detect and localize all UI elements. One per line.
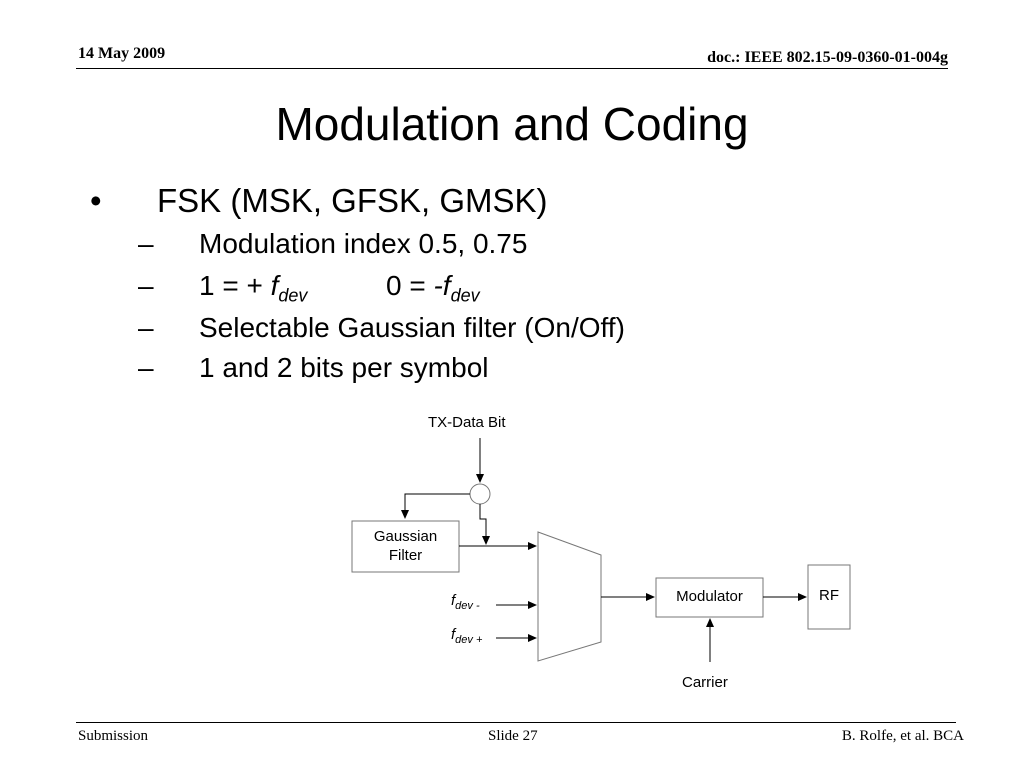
tx-data-bit-label: TX-Data Bit	[428, 414, 506, 431]
zero-equals: 0 =	[386, 270, 426, 301]
footer-submission: Submission	[78, 728, 149, 744]
gaussian-filter-label: Gaussian Filter	[352, 527, 459, 565]
dash-symbol: –	[138, 228, 154, 259]
slide-title: Modulation and Coding	[275, 98, 749, 150]
fdev-minus-sub: dev -	[455, 600, 480, 612]
selector-switch-icon	[469, 483, 491, 505]
dash-symbol: –	[138, 352, 154, 383]
zero-mapping: 0 = -fdev	[386, 268, 480, 314]
multiplexer-shape	[537, 531, 602, 662]
rf-box	[807, 564, 851, 630]
bullet-text: FSK (MSK, GFSK, GMSK)	[157, 182, 548, 219]
header-date: 14 May 2009	[78, 45, 166, 62]
fdev-minus-label: fdev -	[451, 592, 480, 612]
fdev-plus-sub: dev +	[455, 634, 483, 646]
bypass-line	[479, 504, 490, 545]
sub-bullet-text: 1 and 2 bits per symbol	[199, 352, 489, 383]
footer-authors: B. Rolfe, et al. BCA	[841, 728, 964, 744]
footer-divider	[76, 722, 956, 723]
carrier-label: Carrier	[682, 674, 728, 691]
bullet-symbol: •	[90, 182, 102, 219]
rf-label: RF	[819, 587, 839, 604]
sub-bullet-text: Selectable Gaussian filter (On/Off)	[199, 312, 625, 343]
dash-symbol: –	[138, 312, 154, 343]
dash-symbol: –	[138, 270, 154, 301]
header-doc-id: doc.: IEEE 802.15-09-0360-01-004g	[707, 49, 948, 66]
sub-bullet-text: Modulation index 0.5, 0.75	[199, 228, 528, 259]
fdev-plus-f: f	[451, 626, 456, 643]
gaussian-filter-line1: Gaussian	[373, 528, 438, 545]
one-equals: 1 = +	[199, 270, 263, 301]
fdev-plus-label: fdev +	[451, 626, 482, 646]
header-divider	[76, 68, 948, 69]
switch-to-filter-line	[401, 493, 470, 519]
gaussian-filter-line2: Filter	[388, 547, 423, 564]
f-symbol: f	[270, 270, 279, 301]
minus-f-symbol: -f	[433, 270, 451, 301]
sub-bullet-text: 1 = + fdev	[199, 268, 307, 314]
fdev-minus-f: f	[451, 592, 456, 609]
dev-subscript: dev	[450, 285, 480, 306]
footer-slide-number: Slide 27	[488, 728, 538, 744]
modulator-label: Modulator	[676, 588, 743, 605]
dev-subscript: dev	[278, 285, 308, 306]
